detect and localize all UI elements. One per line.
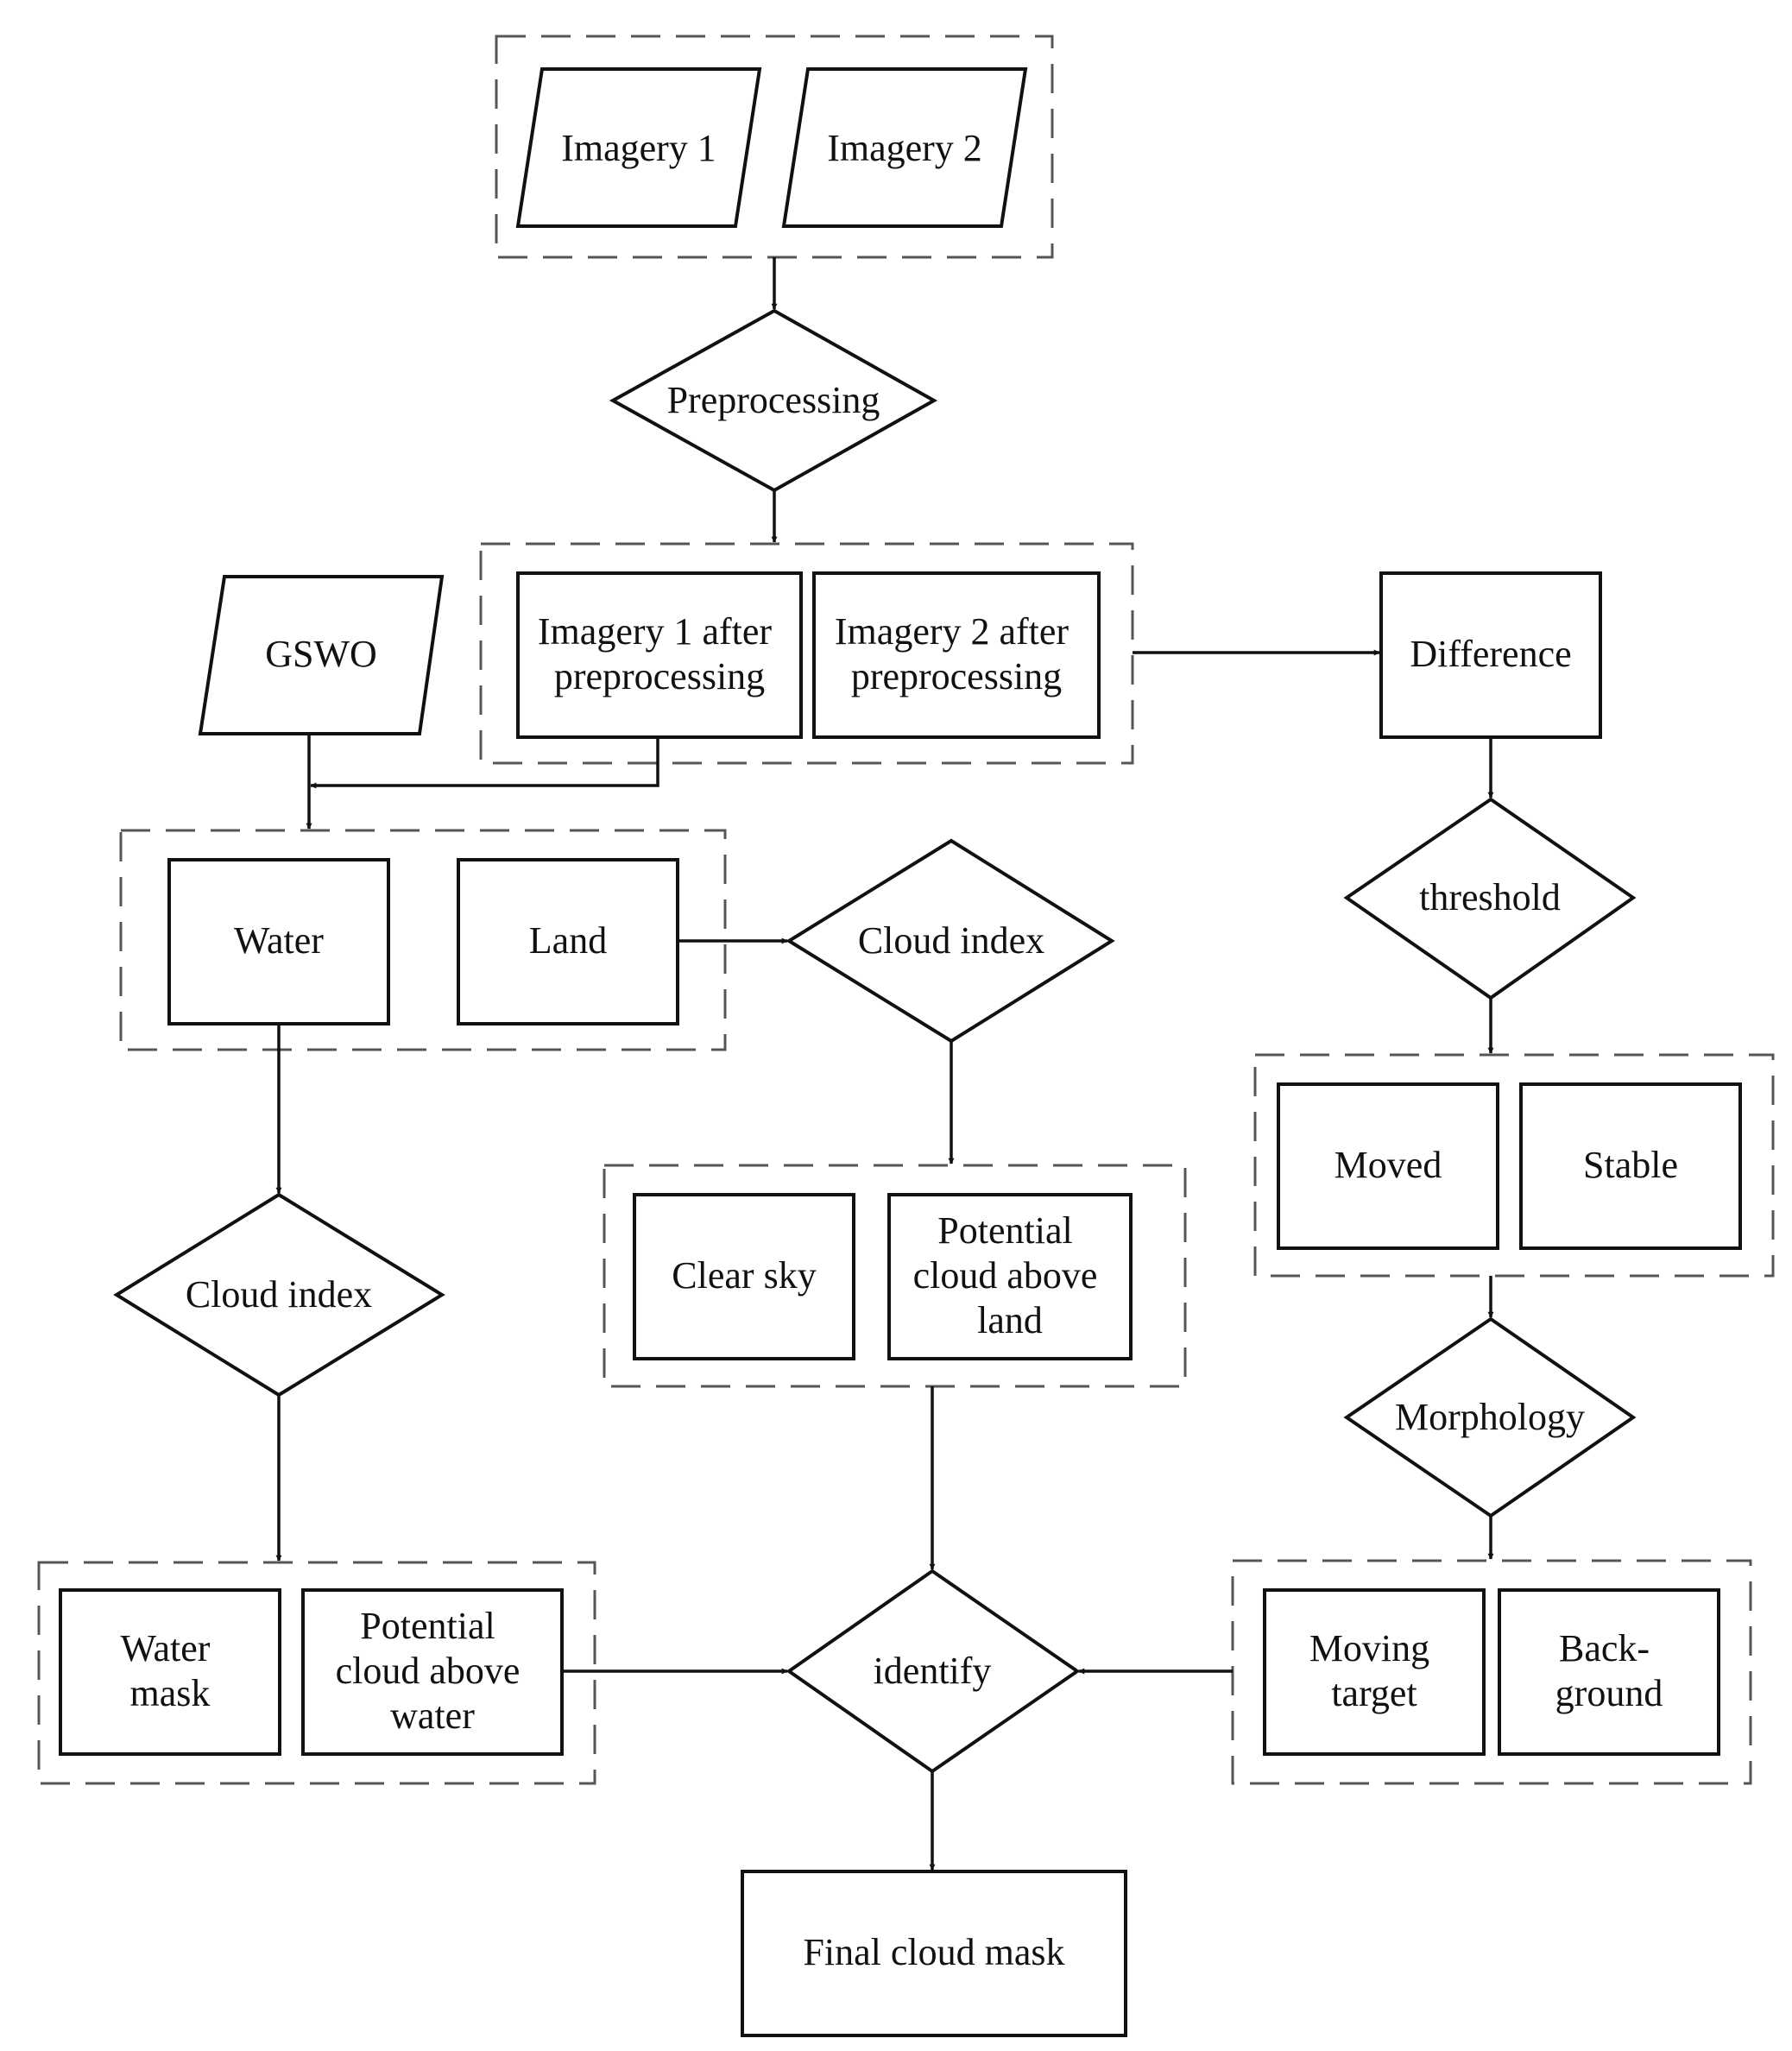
clear-sky-node (633, 1193, 855, 1360)
imagery-1-preprocessed-label: Imagery 1 after preprocessing (538, 610, 781, 697)
water-label: Water (234, 919, 324, 962)
difference-label: Difference (1410, 633, 1571, 675)
cloud-index-land-label: Cloud index (858, 919, 1044, 962)
group-moved-stable (1253, 1053, 1775, 1278)
clear-sky-label: Clear sky (672, 1254, 816, 1297)
identify-label: identify (874, 1650, 992, 1692)
group-preprocessed-imagery (479, 542, 1134, 765)
water-node (167, 858, 390, 1026)
imagery-2-node (781, 67, 1028, 228)
morphology-label: Morphology (1395, 1396, 1585, 1438)
stable-node (1519, 1082, 1742, 1250)
threshold-label: threshold (1419, 876, 1561, 918)
final-cloud-mask-node (741, 1870, 1127, 2037)
arrow-imagery1-to-water-land (310, 737, 659, 789)
stable-label: Stable (1583, 1144, 1678, 1186)
potential-cloud-water-label: Potential cloud above water (336, 1605, 530, 1737)
moving-target-node (1263, 1588, 1486, 1756)
imagery-2-preprocessed-label: Imagery 2 after preprocessing (835, 610, 1078, 697)
moving-target-label: Moving target (1309, 1627, 1439, 1714)
background-label: Back- ground (1555, 1627, 1663, 1714)
potential-cloud-water-node (301, 1588, 564, 1756)
land-label: Land (529, 919, 607, 962)
preprocessing-label: Preprocessing (667, 379, 880, 421)
potential-cloud-land-node (887, 1193, 1133, 1360)
water-mask-node (59, 1588, 281, 1756)
group-water-classes (37, 1561, 596, 1785)
moved-node (1277, 1082, 1499, 1250)
gswo-node (198, 575, 445, 735)
group-water-land (119, 829, 727, 1051)
imagery-1-preprocessed-node (516, 571, 803, 739)
imagery-2-preprocessed-node (812, 571, 1101, 739)
imagery-1-node (515, 67, 762, 228)
imagery-2-label: Imagery 2 (827, 127, 982, 169)
land-node (457, 858, 679, 1026)
final-cloud-mask-label: Final cloud mask (803, 1931, 1064, 1973)
cloud-index-water-label: Cloud index (186, 1273, 372, 1316)
water-mask-label: Water mask (121, 1627, 220, 1714)
moved-label: Moved (1335, 1144, 1442, 1186)
background-node (1498, 1588, 1720, 1756)
gswo-label: GSWO (265, 633, 377, 675)
group-land-classes (603, 1164, 1187, 1388)
difference-node (1379, 571, 1602, 739)
imagery-1-label: Imagery 1 (561, 127, 716, 169)
potential-cloud-land-label: Potential cloud above land (913, 1209, 1107, 1341)
